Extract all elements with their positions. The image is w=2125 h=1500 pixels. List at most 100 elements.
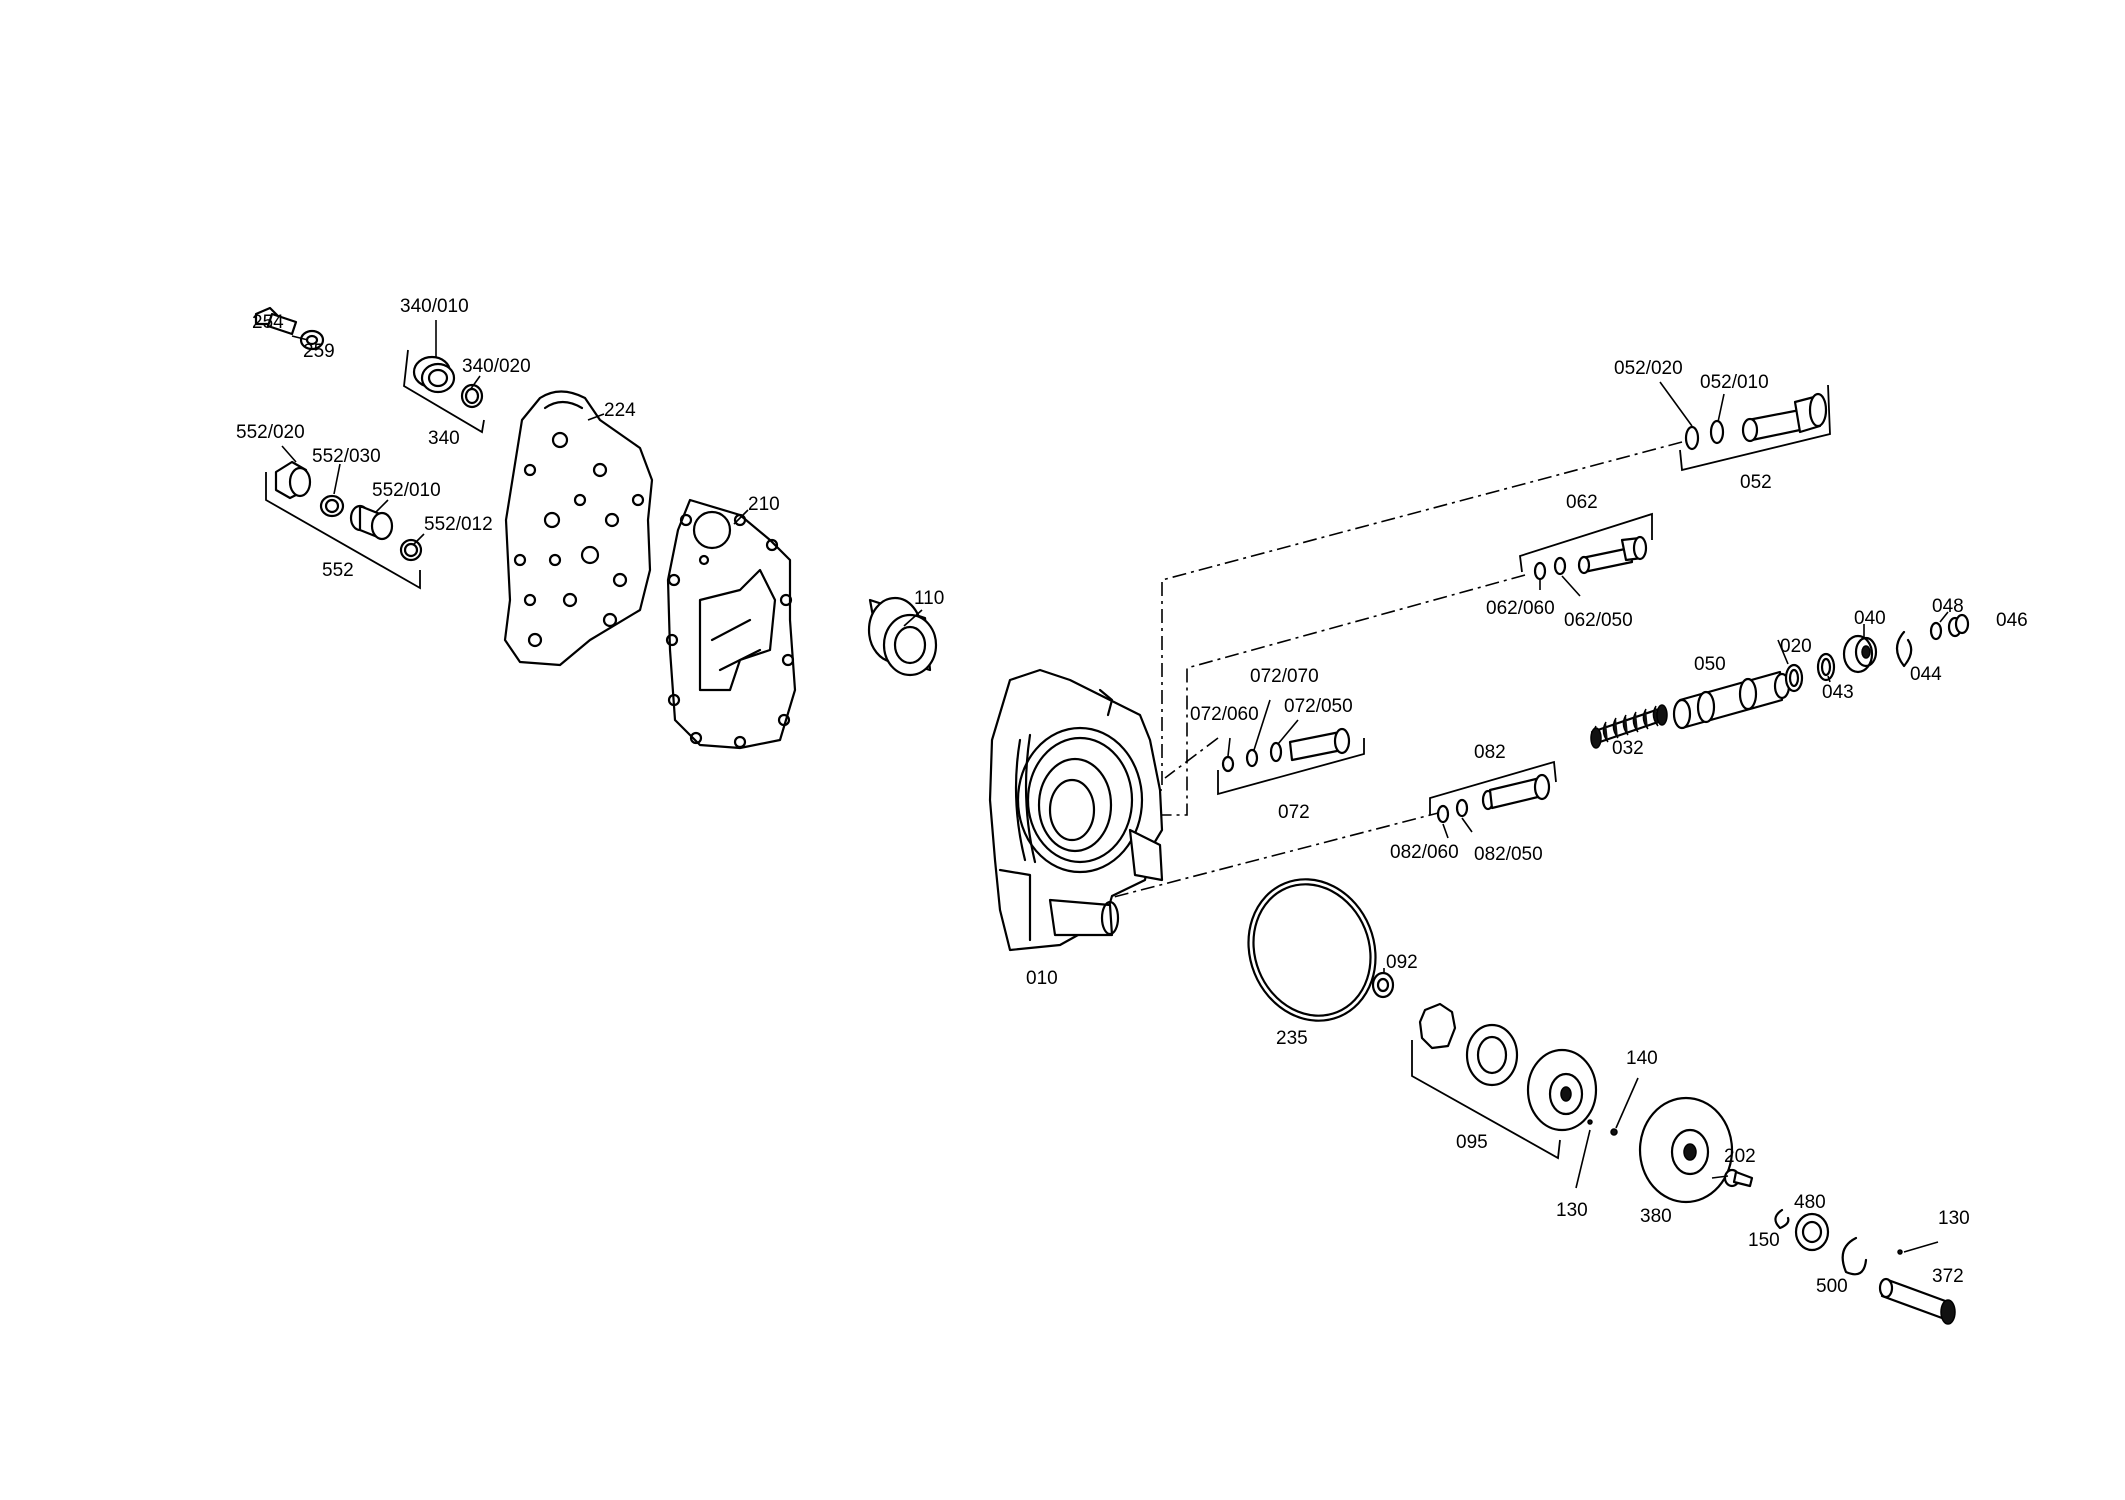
label-020: 020 — [1780, 636, 1812, 657]
part-046-plug — [1947, 613, 1970, 638]
part-032-spring — [1590, 704, 1668, 749]
label-040: 040 — [1854, 608, 1886, 629]
label-052-010: 052/010 — [1700, 372, 1769, 393]
bracket-062 — [1519, 512, 1653, 573]
label-552-012: 552/012 — [424, 514, 493, 535]
label-082-050: 082/050 — [1474, 844, 1543, 865]
label-259: 259 — [303, 341, 335, 362]
part-552-020-nut — [274, 460, 312, 500]
part-210-gasket — [665, 498, 797, 750]
label-254: 254 — [252, 312, 284, 333]
part-052-plunger — [1741, 392, 1828, 443]
part-380-cover — [1638, 1096, 1734, 1204]
label-150: 150 — [1748, 1230, 1780, 1251]
part-010-housing — [988, 668, 1164, 952]
part-062-plunger — [1577, 535, 1648, 575]
part-130-pin-a — [1587, 1119, 1593, 1125]
part-043-ring — [1816, 652, 1836, 682]
part-062-060-ring — [1533, 561, 1547, 581]
part-095-pump-set — [1418, 1002, 1598, 1132]
label-500: 500 — [1816, 1276, 1848, 1297]
part-082-plunger — [1481, 773, 1551, 811]
part-259-washer — [299, 329, 325, 351]
part-072-plunger — [1269, 727, 1351, 763]
part-110-filter — [867, 596, 938, 677]
part-020-ring — [1784, 663, 1804, 693]
label-072-060: 072/060 — [1190, 704, 1259, 725]
label-010: 010 — [1026, 968, 1058, 989]
part-052-010-ring — [1709, 419, 1725, 445]
label-092: 092 — [1386, 952, 1418, 973]
part-372-shaft — [1878, 1277, 1956, 1325]
label-032: 032 — [1612, 738, 1644, 759]
label-072: 072 — [1278, 802, 1310, 823]
label-372: 372 — [1932, 1266, 1964, 1287]
part-552-030-ring — [319, 494, 345, 518]
part-052-020-ring — [1684, 425, 1700, 451]
label-072-070: 072/070 — [1250, 666, 1319, 687]
part-552-012-ring — [399, 538, 423, 562]
label-202: 202 — [1724, 1146, 1756, 1167]
part-340-020-ring — [460, 383, 484, 409]
label-140: 140 — [1626, 1048, 1658, 1069]
part-048-ring — [1929, 621, 1943, 641]
part-072-070-ring — [1245, 748, 1259, 768]
label-044: 044 — [1910, 664, 1942, 685]
bracket-082 — [1429, 760, 1557, 815]
part-235-o-ring — [1247, 878, 1377, 1022]
label-062: 062 — [1566, 492, 1598, 513]
part-552-010-fitting — [349, 504, 394, 541]
part-062-050-ring — [1553, 556, 1567, 576]
label-552-020: 552/020 — [236, 422, 305, 443]
label-552: 552 — [322, 560, 354, 581]
bracket-340 — [403, 349, 485, 434]
part-092-bushing — [1371, 971, 1395, 999]
label-210: 210 — [748, 494, 780, 515]
part-254-bolt — [254, 306, 298, 336]
label-052-020: 052/020 — [1614, 358, 1683, 379]
label-340-020: 340/020 — [462, 356, 531, 377]
bracket-095 — [1411, 1040, 1561, 1160]
label-095: 095 — [1456, 1132, 1488, 1153]
part-150-clip — [1774, 1208, 1790, 1230]
leader-lines — [281, 320, 1949, 1253]
part-340-010-plug — [412, 355, 456, 394]
part-140-pin — [1610, 1128, 1618, 1136]
part-labels: 254 259 340/010 340/020 340 224 552/020 … — [236, 296, 2028, 1297]
label-340-010: 340/010 — [400, 296, 469, 317]
label-552-010: 552/010 — [372, 480, 441, 501]
label-046: 046 — [1996, 610, 2028, 631]
part-072-060-ring — [1221, 755, 1235, 773]
label-552-030: 552/030 — [312, 446, 381, 467]
label-130a: 130 — [1556, 1200, 1588, 1221]
part-130-pin-b — [1897, 1249, 1903, 1255]
label-110: 110 — [914, 588, 944, 609]
part-480-bearing — [1794, 1212, 1830, 1252]
label-224: 224 — [604, 400, 636, 421]
part-202-bolt — [1723, 1168, 1754, 1188]
part-500-circlip — [1841, 1236, 1868, 1276]
label-380: 380 — [1640, 1206, 1672, 1227]
label-082-060: 082/060 — [1390, 842, 1459, 863]
part-040-gear — [1842, 634, 1878, 674]
part-044-circlip — [1895, 630, 1913, 668]
label-043: 043 — [1822, 682, 1854, 703]
part-224-valve-plate — [503, 390, 654, 667]
label-052: 052 — [1740, 472, 1772, 493]
part-050-spool — [1672, 670, 1791, 730]
label-235: 235 — [1276, 1028, 1308, 1049]
part-082-050-ring — [1455, 798, 1469, 818]
bracket-052 — [1679, 384, 1831, 472]
label-340: 340 — [428, 428, 460, 449]
label-050: 050 — [1694, 654, 1726, 675]
label-062-060: 062/060 — [1486, 598, 1555, 619]
label-082: 082 — [1474, 742, 1506, 763]
part-082-060-ring — [1436, 804, 1450, 824]
assembly-axis-lines — [1109, 441, 1683, 899]
label-062-050: 062/050 — [1564, 610, 1633, 631]
label-048: 048 — [1932, 596, 1964, 617]
label-130b: 130 — [1938, 1208, 1970, 1229]
bracket-072 — [1217, 738, 1365, 796]
label-072-050: 072/050 — [1284, 696, 1353, 717]
